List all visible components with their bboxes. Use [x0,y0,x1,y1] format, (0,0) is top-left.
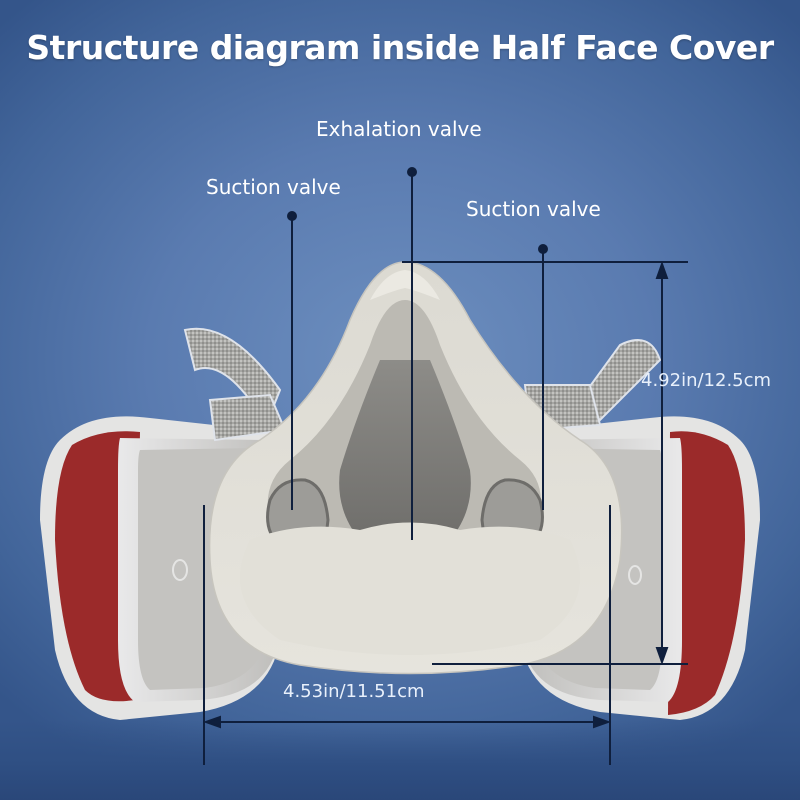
left-suction-valve-label: Suction valve [206,175,341,199]
exhalation-valve-leader-dot [407,167,417,177]
width-dimension-lines [203,505,611,765]
exhalation-valve-label: Exhalation valve [316,117,482,141]
width-dimension-label: 4.53in/11.51cm [283,681,425,702]
right-suction-valve-leader-dot [538,244,548,254]
floor-shadow [0,720,800,800]
face-cushion [208,261,623,675]
height-dimension-label: 4.92in/12.5cm [641,370,772,391]
right-head-strap [578,339,662,422]
right-suction-valve-label: Suction valve [466,197,601,221]
height-dimension-lines [402,261,688,665]
diagram-title: Structure diagram inside Half Face Cover [26,28,774,67]
left-suction-valve-leader-dot [287,211,297,221]
